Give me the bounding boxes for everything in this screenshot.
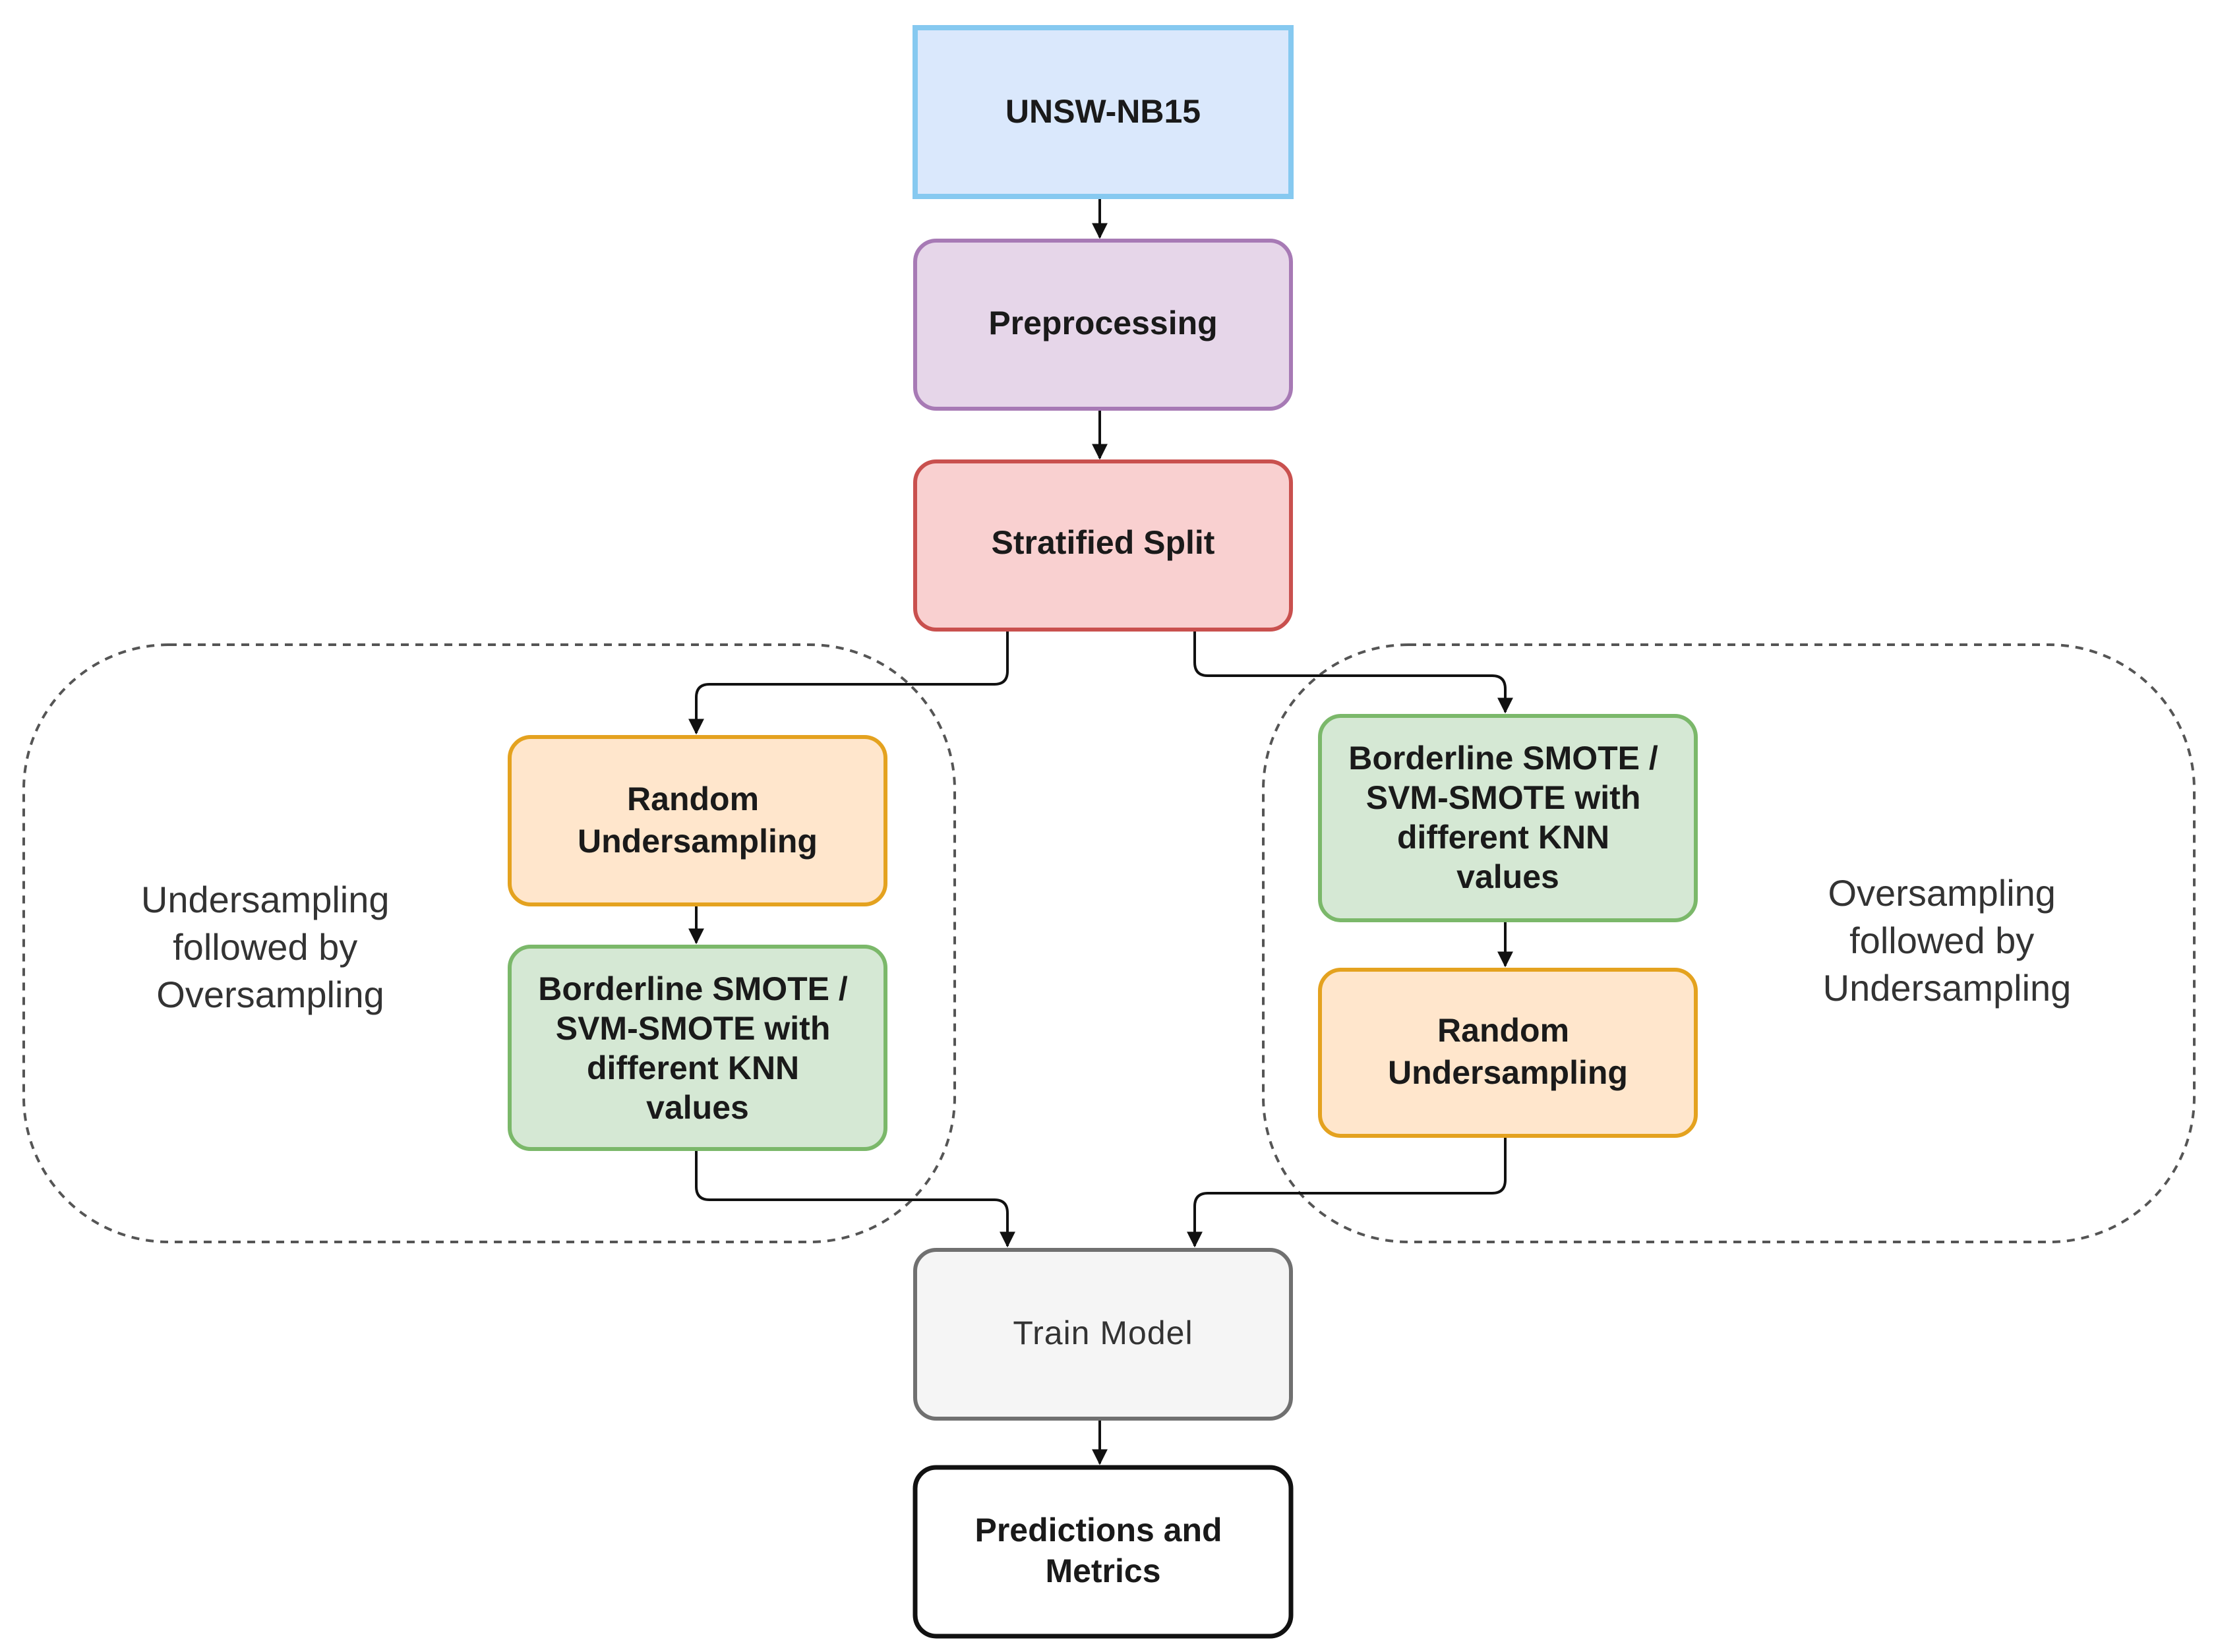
node-dataset: UNSW-NB15 <box>913 25 1294 199</box>
node-preprocessing-label: Preprocessing <box>988 305 1217 341</box>
node-right-random-label: Random Undersampling <box>1388 1012 1628 1091</box>
node-predictions-label: Predictions and Metrics <box>975 1512 1232 1589</box>
node-dataset-label: UNSW-NB15 <box>1005 93 1201 130</box>
node-train-model: Train Model <box>913 1248 1293 1421</box>
edge-split-to-left-random <box>688 630 1009 735</box>
left-group-label: Undersampling followed by Oversampling <box>141 879 400 1015</box>
left-group-container <box>22 643 956 1243</box>
node-preprocessing: Preprocessing <box>913 239 1293 411</box>
edge-left-smote-to-train <box>695 1149 1015 1248</box>
node-predictions-metrics: Predictions and Metrics <box>913 1465 1294 1639</box>
edge-split-to-right-smote <box>1193 630 1513 714</box>
right-group-label: Oversampling followed by Undersampling <box>1823 872 2072 1009</box>
node-left-random-undersampling: Random Undersampling <box>508 735 887 906</box>
node-train-label: Train Model <box>1013 1314 1193 1351</box>
node-right-smote: Borderline SMOTE / SVM-SMOTE with differ… <box>1318 714 1698 922</box>
node-right-smote-label: Borderline SMOTE / SVM-SMOTE with differ… <box>1348 740 1667 895</box>
edge-right-random-to-train <box>1187 1134 1507 1248</box>
node-right-random-undersampling: Random Undersampling <box>1318 968 1698 1138</box>
node-left-smote-label: Borderline SMOTE / SVM-SMOTE with differ… <box>538 970 856 1126</box>
right-group-container <box>1262 643 2196 1243</box>
node-left-smote: Borderline SMOTE / SVM-SMOTE with differ… <box>508 945 887 1151</box>
node-left-random-label: Random Undersampling <box>578 781 818 860</box>
node-stratified-split: Stratified Split <box>913 459 1293 632</box>
node-split-label: Stratified Split <box>992 524 1215 561</box>
